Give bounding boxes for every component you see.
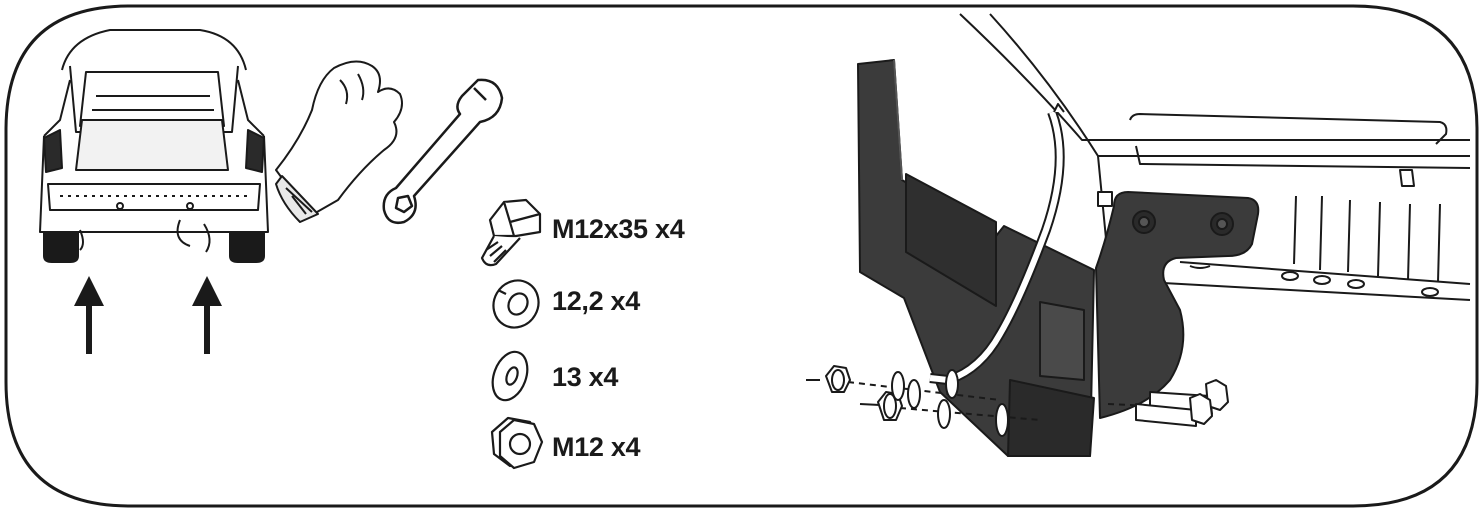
arrow-left-head xyxy=(74,276,104,306)
wrench-icon xyxy=(382,78,504,224)
bolt-icon xyxy=(480,198,542,267)
exploded-washer-4 xyxy=(937,399,951,429)
installation-view xyxy=(806,13,1471,457)
hex-nut-icon xyxy=(490,416,544,470)
part-label-spring-washer: 12,2 x4 xyxy=(552,286,640,316)
flat-washer-icon xyxy=(491,350,529,402)
exploded-washer-5 xyxy=(995,403,1009,437)
car-rear-view xyxy=(39,29,269,263)
exploded-washer-1 xyxy=(891,371,905,401)
arrow-right-shaft xyxy=(204,302,210,354)
gloves-icon xyxy=(275,60,403,223)
spring-washer-icon xyxy=(492,279,540,329)
lift-arrows xyxy=(74,276,222,354)
part-label-bolt: M12x35 x4 xyxy=(552,214,685,244)
exploded-bolt-2 xyxy=(1135,393,1213,427)
exploded-nut-1 xyxy=(825,365,851,393)
part-label-hex-nut: M12 x4 xyxy=(552,432,641,462)
exploded-washer-3 xyxy=(945,369,959,399)
part-label-flat-washer: 13 x4 xyxy=(552,362,619,392)
arrow-right-head xyxy=(192,276,222,306)
exploded-washer-2 xyxy=(907,379,921,409)
arrow-left-shaft xyxy=(86,302,92,354)
frame-border xyxy=(4,4,1479,508)
